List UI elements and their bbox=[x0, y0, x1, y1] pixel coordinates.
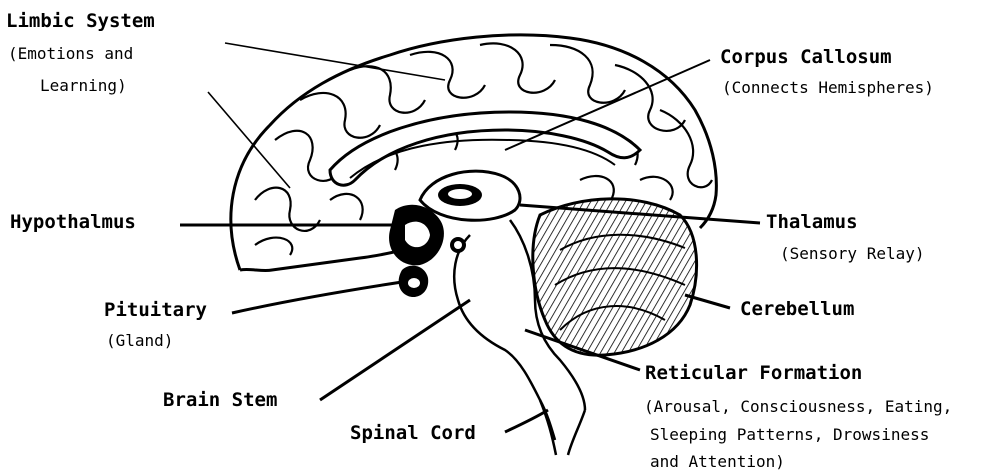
temporal-lobe-outline bbox=[240, 248, 415, 271]
hypothalmus-label: Hypothalmus bbox=[10, 211, 136, 233]
reticular-formation-desc-line3: and Attention) bbox=[650, 452, 785, 471]
corpus-callosum-desc: (Connects Hemispheres) bbox=[722, 78, 934, 97]
cerebellum-shape bbox=[533, 199, 697, 355]
limbic-system-desc-line2: Learning) bbox=[40, 76, 127, 95]
thalamus-label: Thalamus bbox=[766, 211, 858, 233]
limbic-system-label: Limbic System bbox=[6, 10, 155, 32]
spinal-cord-shape bbox=[540, 400, 585, 455]
leader-pituitary bbox=[232, 282, 402, 313]
pituitary-desc: (Gland) bbox=[106, 331, 173, 350]
reticular-formation-desc-line2: Sleeping Patterns, Drowsiness bbox=[650, 425, 929, 444]
reticular-formation-label: Reticular Formation bbox=[645, 362, 862, 384]
thalamus-desc: (Sensory Relay) bbox=[780, 244, 925, 263]
brain-stem-label: Brain Stem bbox=[163, 389, 277, 411]
limbic-system-desc-line1: (Emotions and bbox=[8, 44, 133, 63]
leader-brain-stem bbox=[320, 300, 470, 400]
leader-spinal-cord bbox=[505, 410, 548, 432]
cerebellum-label: Cerebellum bbox=[740, 298, 854, 320]
corpus-callosum-label: Corpus Callosum bbox=[720, 46, 892, 68]
pituitary-label: Pituitary bbox=[104, 299, 207, 321]
spinal-cord-label: Spinal Cord bbox=[350, 422, 476, 444]
leader-limbic-lower bbox=[208, 92, 290, 188]
reticular-formation-desc-line1: (Arousal, Consciousness, Eating, bbox=[644, 397, 952, 416]
